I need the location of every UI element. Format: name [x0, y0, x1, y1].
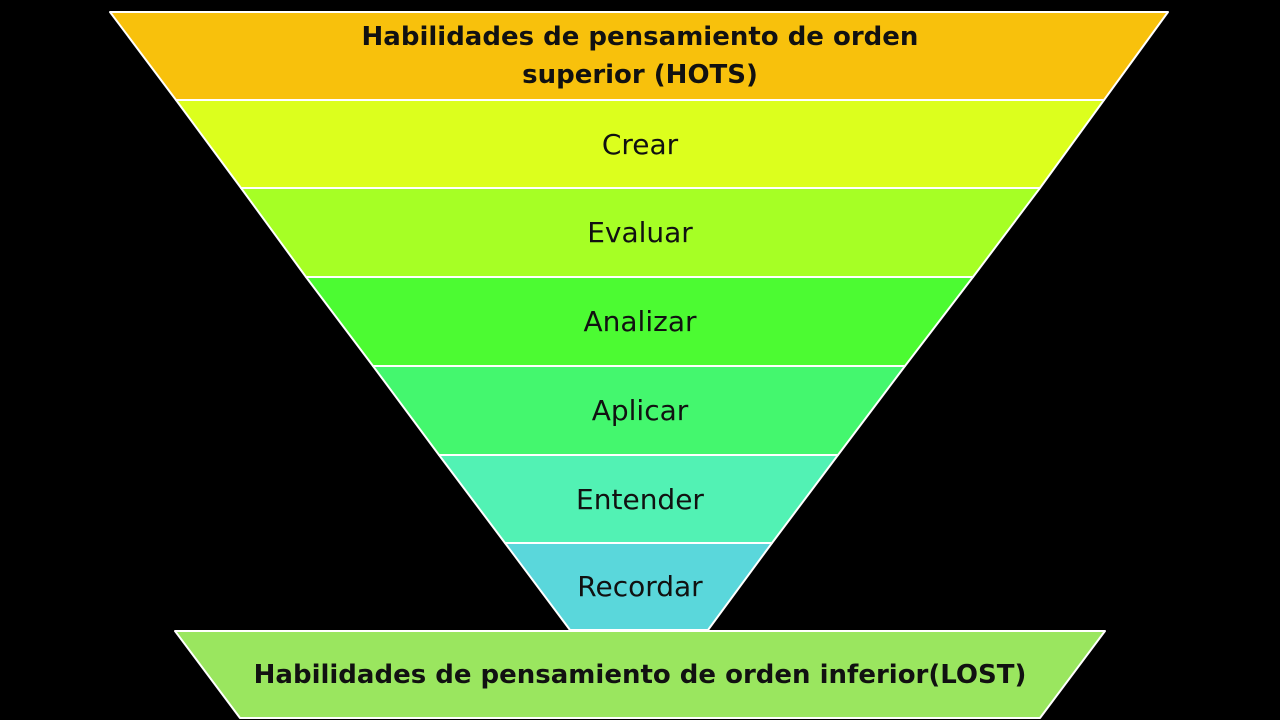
band-aplicar [372, 365, 906, 456]
band-top-hots [109, 11, 1169, 101]
band-analizar [305, 276, 974, 367]
band-entender [438, 454, 839, 544]
band-recordar [504, 542, 773, 631]
band-crear [175, 99, 1105, 189]
band-bottom-lost [174, 630, 1106, 719]
band-evaluar [240, 187, 1041, 278]
